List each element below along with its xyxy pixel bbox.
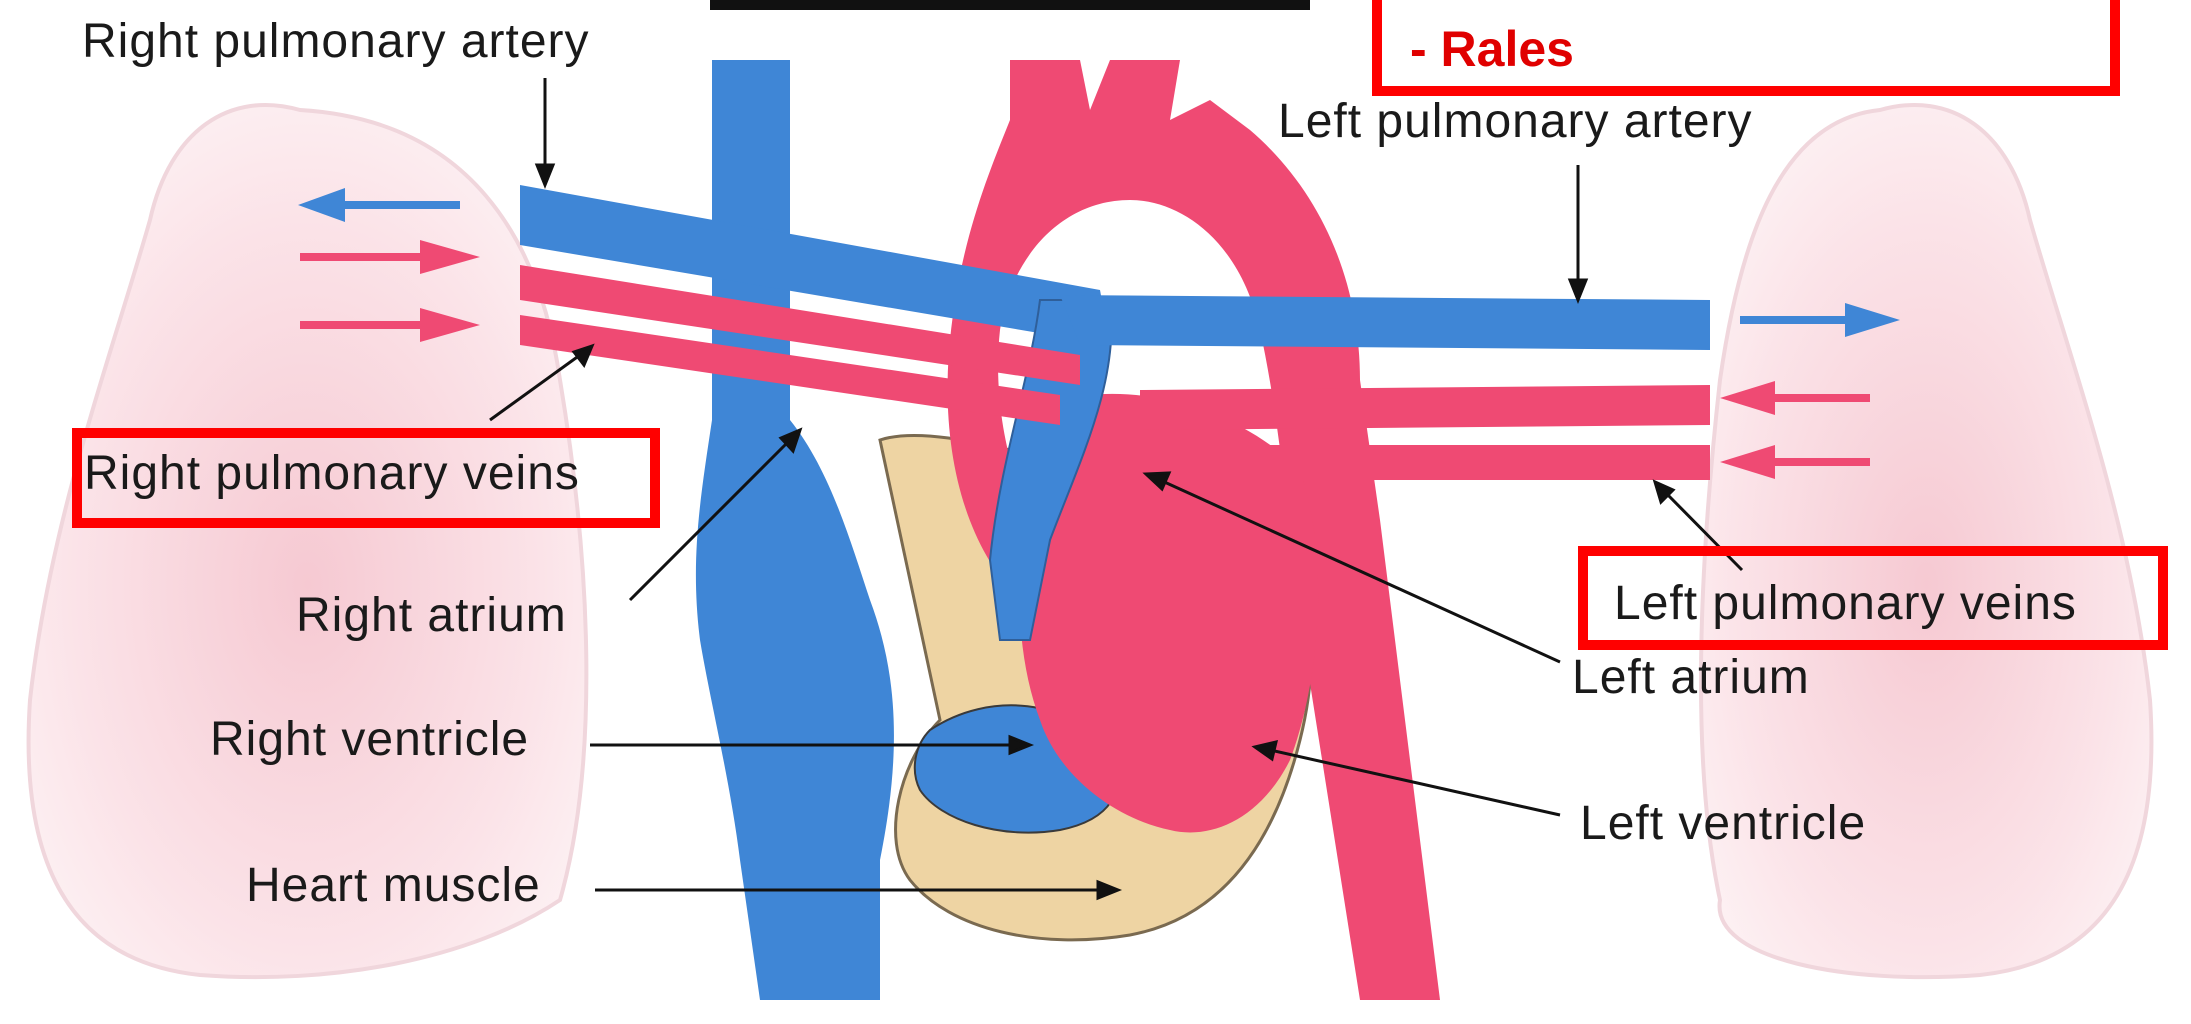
label-right-atrium: Right atrium xyxy=(296,592,567,640)
cropped-title-fragment xyxy=(700,0,1320,14)
title-residue xyxy=(700,0,1320,14)
left-pulmonary-artery-vessel xyxy=(1060,295,1710,350)
label-left-ventricle: Left ventricle xyxy=(1580,800,1866,848)
rales-callout-text: - Rales xyxy=(1410,20,1574,78)
left-pulmonary-vein-upper xyxy=(1140,385,1710,430)
highlight-left-pulmonary-veins xyxy=(1578,546,2168,650)
label-left-pulmonary-artery: Left pulmonary artery xyxy=(1278,98,1753,146)
vena-cava xyxy=(696,60,894,1000)
left-pulmonary-vein-lower xyxy=(1260,445,1710,480)
highlight-right-pulmonary-veins xyxy=(72,428,660,528)
label-left-atrium: Left atrium xyxy=(1572,654,1810,702)
pointer-right-pulmonary-artery xyxy=(537,78,553,185)
label-heart-muscle: Heart muscle xyxy=(246,862,541,910)
label-right-ventricle: Right ventricle xyxy=(210,716,529,764)
right-lung xyxy=(29,105,587,977)
pointer-left-pulmonary-artery xyxy=(1570,165,1586,300)
label-right-pulmonary-artery: Right pulmonary artery xyxy=(82,18,590,66)
rales-callout-box: - Rales xyxy=(1372,0,2120,96)
